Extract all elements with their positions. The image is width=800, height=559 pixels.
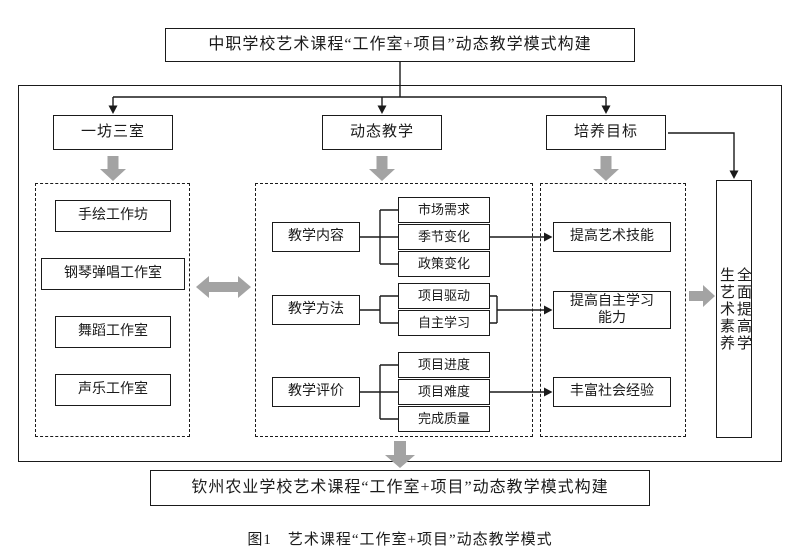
outcome-label: 提高自主学习能力	[570, 293, 654, 327]
teaching-label-method: 教学方法	[272, 295, 360, 325]
outcome-label: 提高艺术技能	[570, 229, 654, 245]
teaching-label-evaluation: 教学评价	[272, 377, 360, 407]
header-box-workshops: 一坊三室	[53, 115, 173, 150]
side-goal-label: 全面提高学生艺术素养	[718, 266, 751, 352]
teaching-item-label: 项目进度	[417, 356, 470, 372]
teaching-item-label: 市场需求	[417, 201, 470, 217]
arrowhead-down-icon	[377, 105, 387, 114]
workshop-item-label: 舞蹈工作室	[78, 324, 148, 340]
header-box-goals: 培养目标	[546, 115, 666, 150]
teaching-item-label: 自主学习	[417, 314, 470, 330]
header-workshops-label: 一坊三室	[80, 124, 145, 141]
workshop-item: 手绘工作坊	[55, 200, 171, 232]
teaching-item-box: 市场需求	[398, 197, 490, 223]
bottom-block-arrow-icon	[385, 441, 415, 468]
outcome-box: 提高艺术技能	[553, 222, 671, 252]
header-teaching-label: 动态教学	[349, 124, 414, 141]
side-goal-box: 全面提高学生艺术素养	[716, 180, 752, 438]
figure-bottom-title-box: 钦州农业学校艺术课程“工作室+项目”动态教学模式构建	[150, 470, 650, 506]
teaching-item-box: 政策变化	[398, 251, 490, 277]
teaching-item-box: 项目进度	[398, 352, 490, 378]
goal-to-side-line	[668, 132, 735, 171]
teaching-item-label: 完成质量	[417, 410, 470, 426]
arrowhead-right-icon	[544, 387, 553, 397]
right-block-arrow-icon	[689, 285, 715, 307]
teaching-label-content: 教学内容	[272, 222, 360, 252]
teaching-item-label: 项目驱动	[417, 287, 470, 303]
teaching-label: 教学评价	[288, 384, 344, 400]
content-bracket-lines	[360, 209, 398, 265]
double-block-arrow-icon	[196, 276, 251, 298]
workshop-item: 钢琴弹唱工作室	[41, 258, 185, 290]
outcome-label: 丰富社会经验	[570, 384, 654, 400]
figure-top-title-box: 中职学校艺术课程“工作室+项目”动态教学模式构建	[165, 28, 635, 62]
method-outcome-arrow-line	[490, 295, 544, 324]
down-block-arrow-icon	[593, 156, 619, 181]
workshop-item-label: 钢琴弹唱工作室	[64, 266, 162, 282]
teaching-item-box: 项目难度	[398, 379, 490, 405]
teaching-item-box: 自主学习	[398, 310, 490, 336]
teaching-item-box: 完成质量	[398, 406, 490, 432]
workshop-item-label: 声乐工作室	[78, 382, 148, 398]
teaching-label: 教学方法	[288, 302, 344, 318]
evaluation-bracket-lines	[360, 364, 398, 420]
arrowhead-down-icon	[729, 170, 739, 179]
header-box-teaching: 动态教学	[322, 115, 442, 150]
header-goals-label: 培养目标	[573, 124, 638, 141]
arrowhead-right-icon	[544, 305, 553, 315]
arrowhead-down-icon	[108, 105, 118, 114]
teaching-item-box: 项目驱动	[398, 283, 490, 309]
down-block-arrow-icon	[369, 156, 395, 181]
branch-drop-lines	[112, 97, 607, 106]
workshop-item: 声乐工作室	[55, 374, 171, 406]
teaching-label: 教学内容	[288, 229, 344, 245]
workshops-group-frame	[35, 183, 190, 437]
figure-bottom-title: 钦州农业学校艺术课程“工作室+项目”动态教学模式构建	[191, 479, 609, 496]
arrowhead-right-icon	[544, 232, 553, 242]
teaching-item-label: 项目难度	[417, 383, 470, 399]
teaching-item-label: 季节变化	[417, 228, 470, 244]
teaching-item-box: 季节变化	[398, 224, 490, 250]
figure-top-title: 中职学校艺术课程“工作室+项目”动态教学模式构建	[208, 36, 592, 53]
down-block-arrow-icon	[100, 156, 126, 181]
method-bracket-lines	[360, 295, 398, 324]
teaching-item-label: 政策变化	[417, 255, 470, 271]
workshop-item-label: 手绘工作坊	[78, 208, 148, 224]
outcome-box: 提高自主学习能力	[553, 291, 671, 329]
workshop-item: 舞蹈工作室	[55, 316, 171, 348]
outcome-box: 丰富社会经验	[553, 377, 671, 407]
arrowhead-down-icon	[601, 105, 611, 114]
figure-caption: 图1 艺术课程“工作室+项目”动态教学模式	[247, 532, 553, 548]
